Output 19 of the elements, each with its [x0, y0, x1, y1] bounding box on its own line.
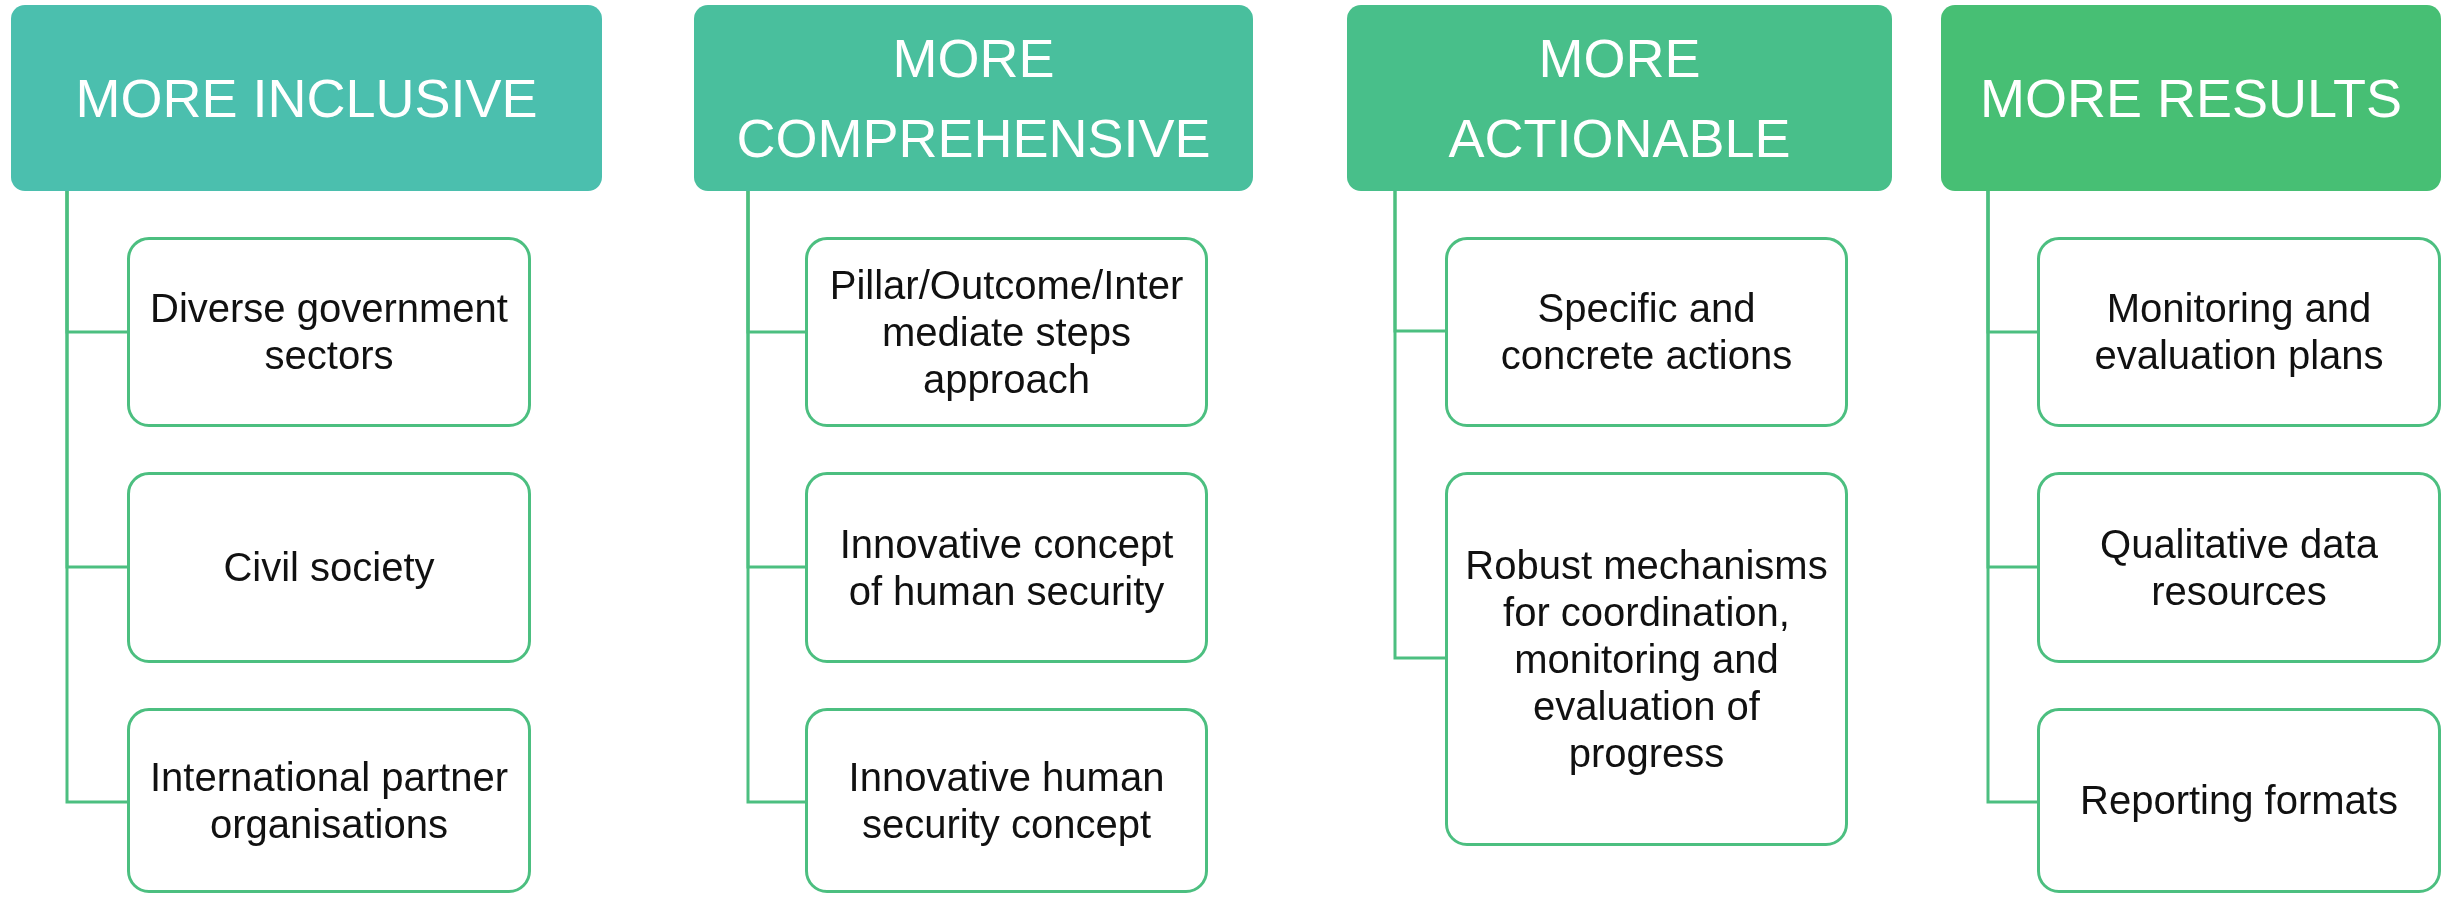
tree-connector — [1986, 191, 2037, 804]
category-header: MORE ACTIONABLE — [1347, 5, 1892, 191]
item-box: Innovative concept of human security — [805, 472, 1208, 663]
category-header: MORE INCLUSIVE — [11, 5, 602, 191]
item-box: International partner organisations — [127, 708, 531, 893]
tree-connector — [746, 191, 805, 804]
item-box: Innovative human security concept — [805, 708, 1208, 893]
tree-connector — [1393, 191, 1445, 660]
item-box: Monitoring and evaluation plans — [2037, 237, 2441, 427]
item-box: Qualitative data resources — [2037, 472, 2441, 663]
category-header: MORE COMPREHENSIVE — [694, 5, 1253, 191]
item-box: Diverse government sectors — [127, 237, 531, 427]
item-box: Pillar/Outcome/Intermediate steps approach — [805, 237, 1208, 427]
category-header: MORE RESULTS — [1941, 5, 2441, 191]
tree-connector — [65, 191, 127, 804]
item-box: Reporting formats — [2037, 708, 2441, 893]
item-box: Robust mechanisms for coordination, monitoring and evaluation of progress — [1445, 472, 1848, 846]
item-box: Specific and concrete actions — [1445, 237, 1848, 427]
item-box: Civil society — [127, 472, 531, 663]
